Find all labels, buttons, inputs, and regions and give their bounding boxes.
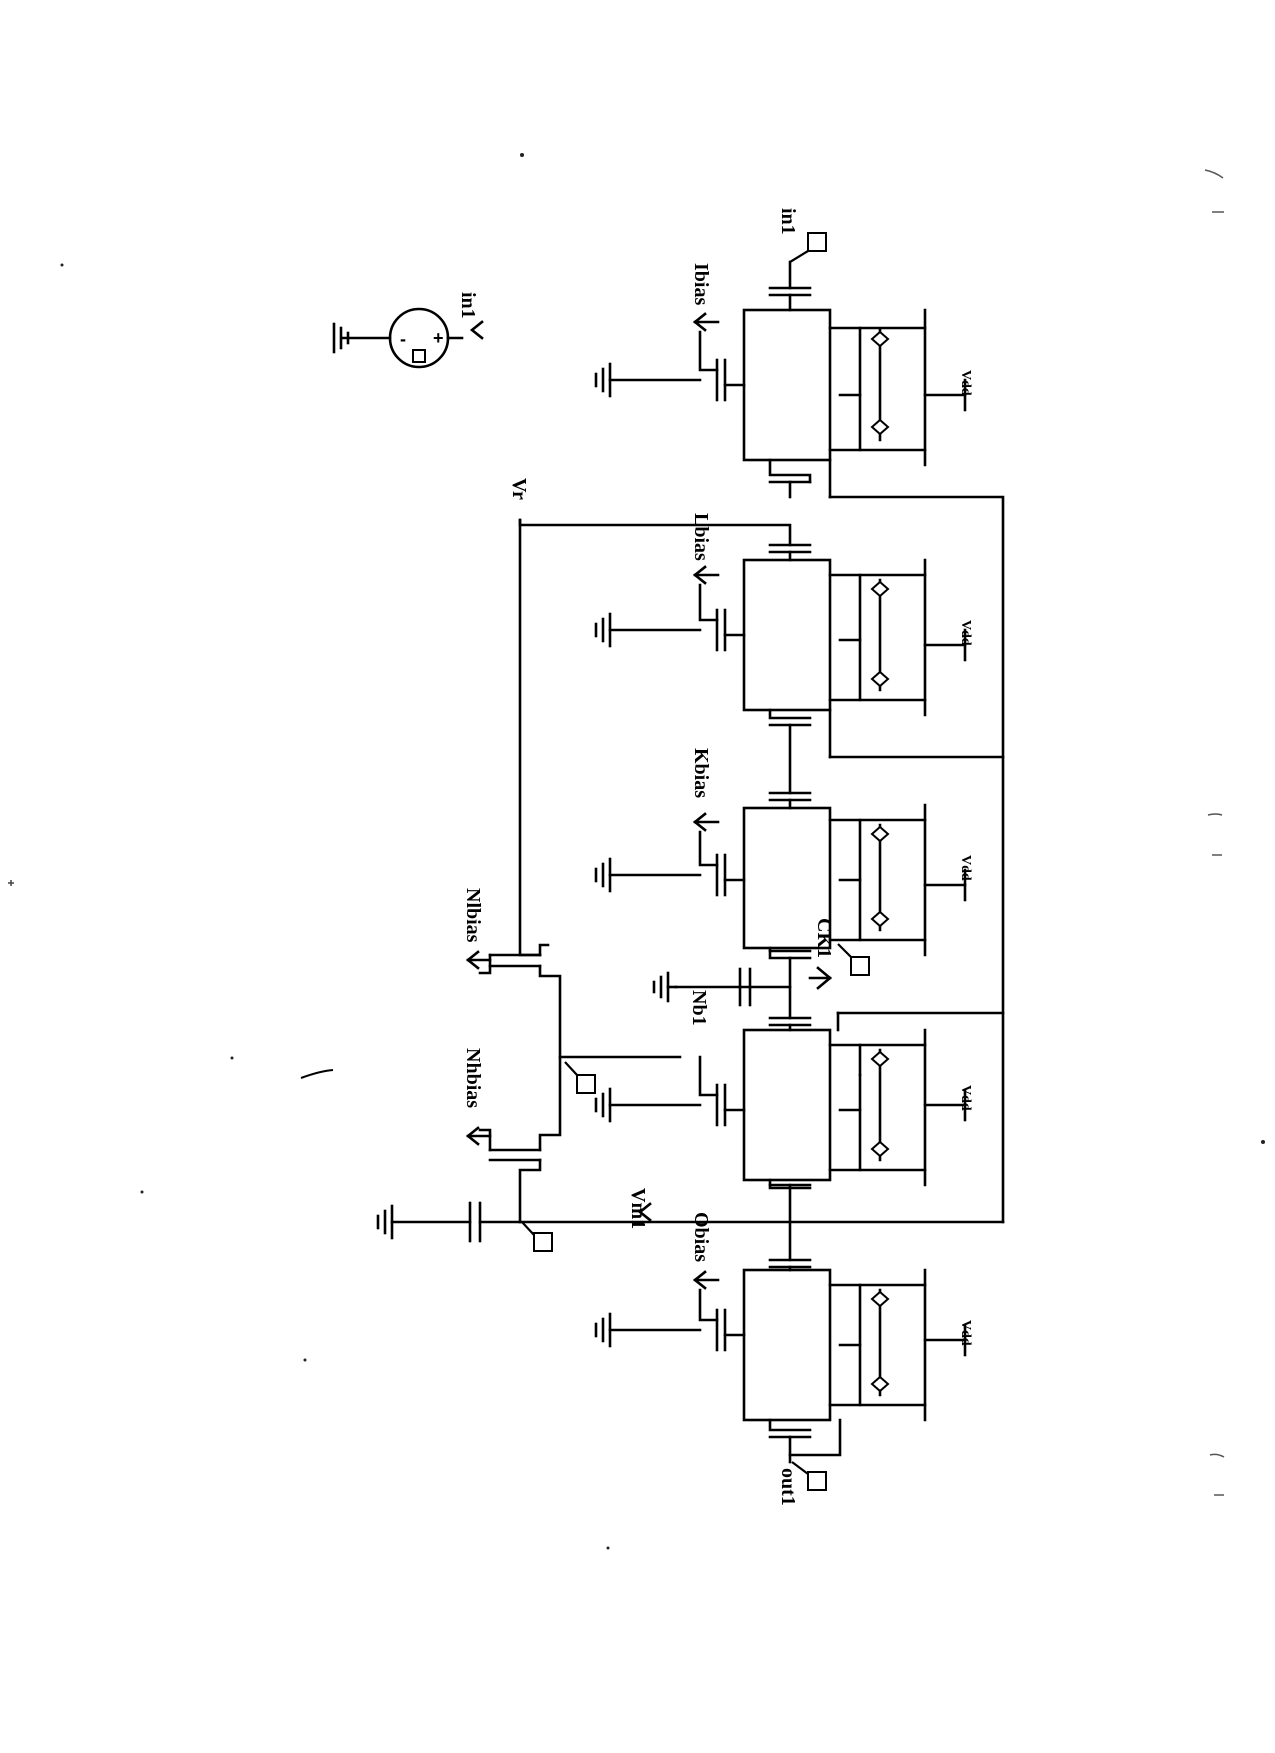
label-nb1: Nb1 [688, 990, 710, 1026]
vdd-label-1: Vdd [958, 370, 973, 396]
vdd-label-5: Vdd [958, 1320, 973, 1346]
scan-specks [8, 153, 1265, 1550]
label-ck1: CK1 [813, 918, 835, 958]
signal-source-in1: - + in1 [332, 292, 484, 369]
vdd-label-3: Vdd [958, 855, 973, 881]
stage-obias [594, 1258, 967, 1491]
bias-network [376, 943, 682, 1252]
net-labels: in1 Ibias Lbias Kbias Vr Nlbias Nhbias N… [462, 208, 835, 1506]
label-kbias: Kbias [690, 748, 712, 798]
source-minus-sign: - [400, 329, 406, 349]
label-out1: out1 [777, 1468, 799, 1506]
label-in1: in1 [777, 208, 799, 235]
label-lbias: Lbias [690, 513, 712, 561]
source-plus-sign: + [433, 328, 444, 348]
supply-labels: Vdd Vdd Vdd Vdd Vdd [958, 370, 973, 1346]
label-nlbias: Nlbias [462, 888, 484, 943]
vdd-label-4: Vdd [958, 1085, 973, 1111]
stage-lbias [594, 543, 967, 759]
stage-nb1 [594, 1011, 967, 1190]
label-vm1: Vm1 [627, 1188, 649, 1229]
label-nhbias: Nhbias [462, 1048, 484, 1108]
wiring-rails [518, 495, 1005, 1262]
stage-kbias [594, 791, 967, 960]
label-obias: Obias [690, 1212, 712, 1262]
label-ibias: Ibias [690, 263, 712, 305]
vdd-label-2: Vdd [958, 620, 973, 646]
label-vr: Vr [508, 478, 530, 500]
stage-ibias [594, 232, 967, 499]
label-source-in1: in1 [457, 292, 479, 319]
